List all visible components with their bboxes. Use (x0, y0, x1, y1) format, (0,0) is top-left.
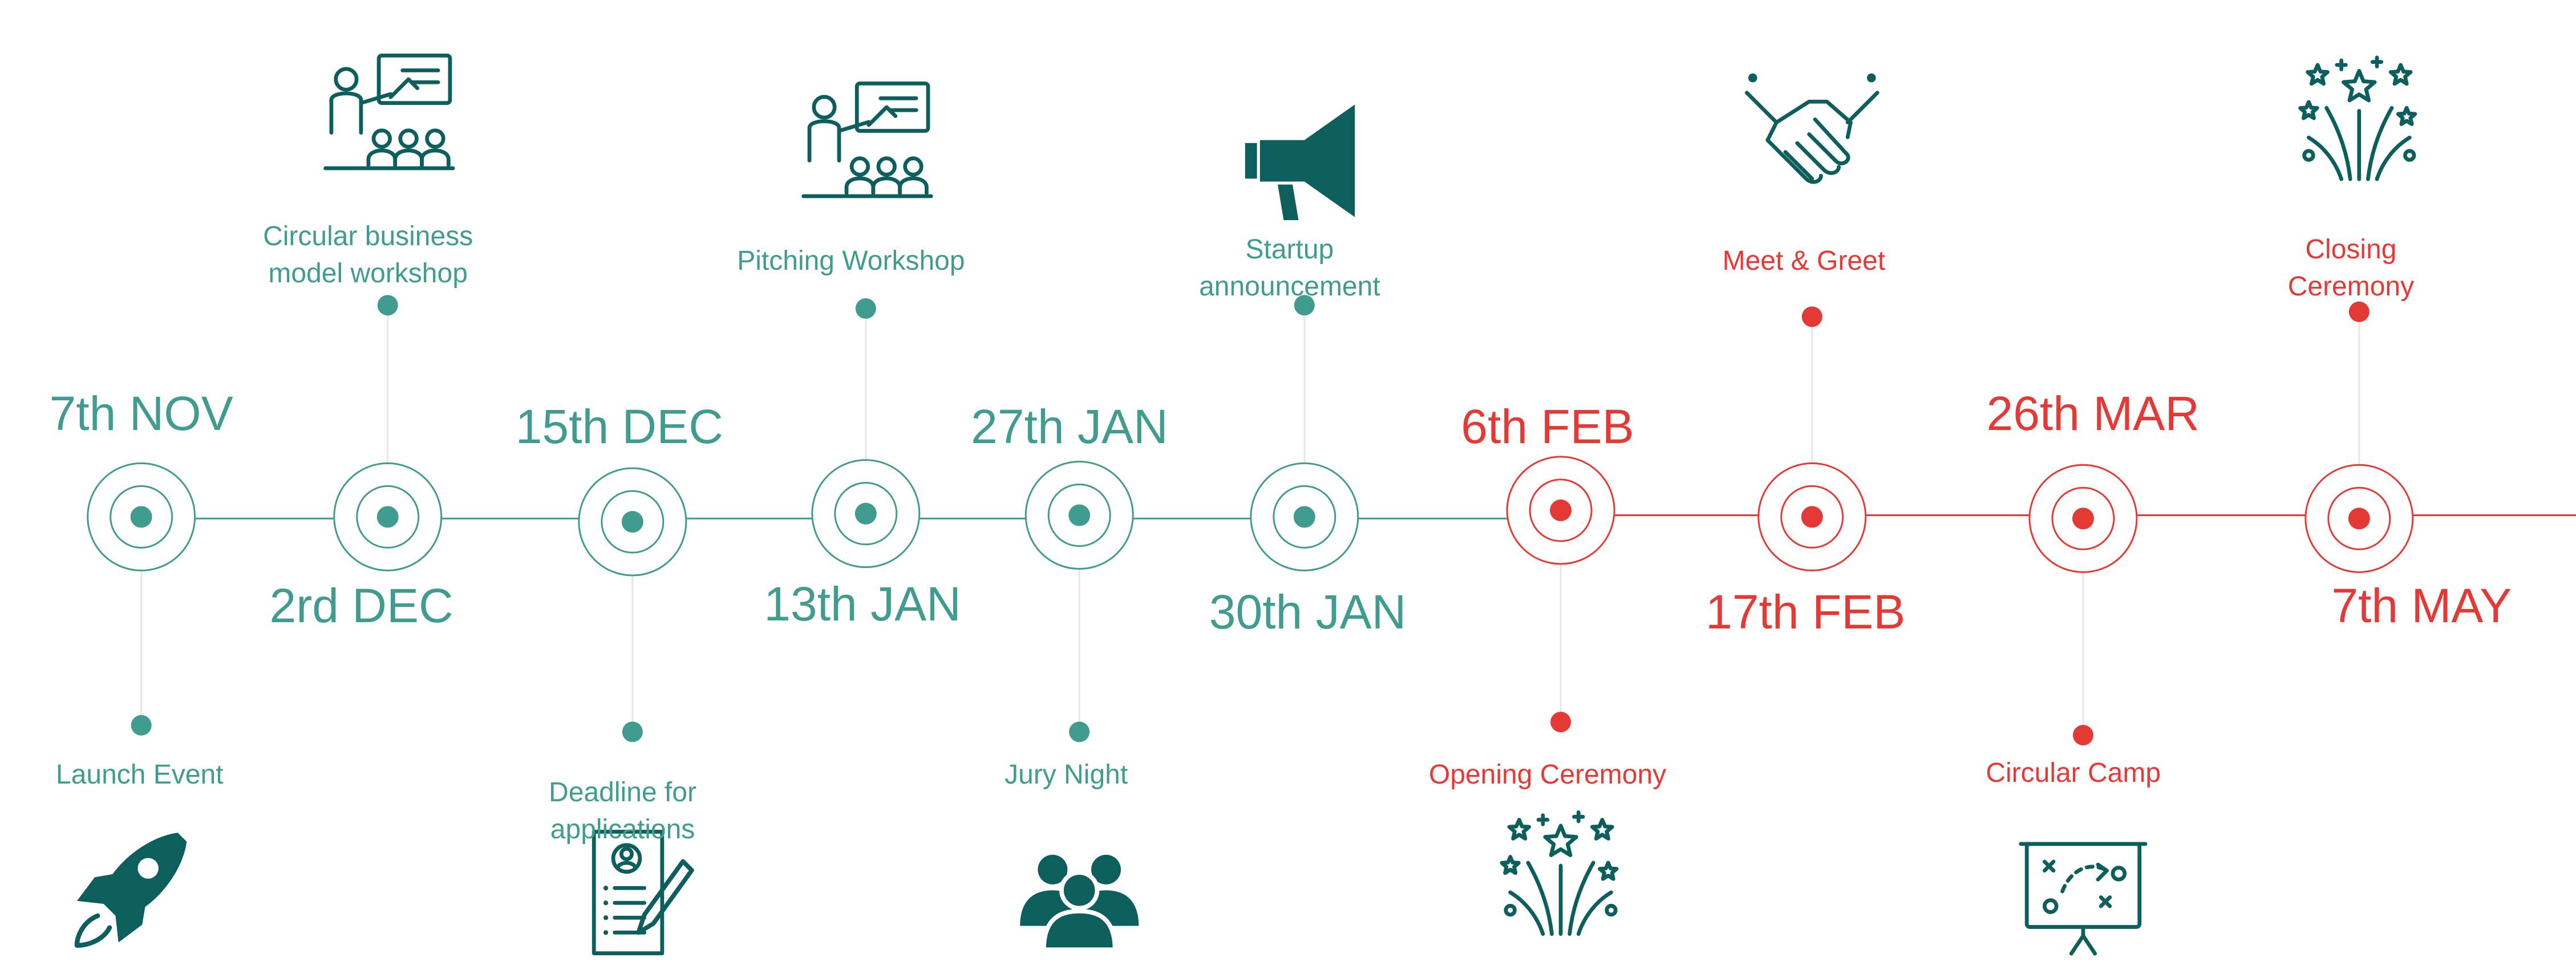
event-3-dot (622, 721, 643, 742)
event-9-label: Circular Camp (1914, 754, 2233, 792)
event-8-date: 17th FEB (1706, 585, 1906, 639)
event-8-label-line: Meet & Greet (1722, 245, 1886, 276)
event-4-label-line: Pitching Workshop (737, 245, 965, 276)
event-7-date: 6th FEB (1461, 400, 1634, 454)
event-1-date: 7th NOV (49, 387, 233, 441)
event-6-marker (1250, 462, 1359, 571)
event-10-date: 7th MAY (2331, 578, 2512, 632)
event-2-label-line: model workshop (268, 258, 468, 289)
fireworks-icon (1500, 810, 1619, 936)
event-10-marker (2304, 464, 2414, 573)
event-2-date: 2rd DEC (269, 578, 453, 632)
event-2-label: Circular business model workshop (208, 218, 528, 293)
event-4-label: Pitching Workshop (691, 242, 1011, 279)
event-8-dot (1801, 306, 1822, 327)
event-7-label-line: Opening Ceremony (1428, 759, 1667, 790)
event-4-dot (855, 298, 876, 319)
event-6-date: 30th JAN (1209, 585, 1407, 639)
event-10-label-line: Closing (2305, 234, 2397, 265)
event-6-label: Startup announcement (1130, 231, 1449, 306)
event-5-date: 27th JAN (971, 400, 1168, 454)
event-4-marker (811, 459, 921, 569)
event-4-date: 13th JAN (764, 577, 961, 631)
strategy-board-icon (2019, 842, 2148, 956)
event-5-marker (1024, 461, 1134, 570)
event-3-label-line: Deadline for (549, 777, 696, 808)
presentation-icon (801, 81, 933, 198)
event-5-label-line: Jury Night (1005, 759, 1128, 790)
application-form-icon (592, 830, 694, 956)
event-5-label: Jury Night (906, 756, 1226, 793)
event-1-label: Launch Event (0, 756, 299, 793)
event-10-dot (2348, 301, 2370, 322)
event-8-label: Meet & Greet (1644, 242, 1963, 279)
rocket-icon (74, 833, 187, 948)
event-1-dot (131, 715, 152, 736)
event-1-label-line: Launch Event (56, 759, 224, 790)
event-7-dot (1550, 712, 1571, 733)
event-2-dot (377, 295, 398, 316)
event-6-dot (1294, 295, 1315, 316)
event-8-marker (1757, 462, 1867, 571)
fireworks-icon (2298, 55, 2417, 181)
group-icon (1020, 854, 1139, 952)
event-9-dot (2072, 725, 2093, 746)
event-10-label-line: Ceremony (2287, 271, 2415, 302)
event-6-label-line: announcement (1199, 271, 1380, 302)
event-2-label-line: Circular business (263, 221, 473, 251)
handshake-icon (1744, 73, 1880, 184)
event-6-label-line: Startup (1245, 234, 1334, 265)
event-7-label: Opening Ceremony (1388, 756, 1707, 793)
megaphone-icon (1245, 104, 1355, 220)
event-3-label: Deadline for applications (463, 774, 783, 849)
event-3-marker (578, 467, 687, 577)
presentation-icon (323, 54, 455, 171)
event-9-marker (2028, 464, 2138, 573)
event-3-date: 15th DEC (515, 400, 723, 454)
event-5-dot (1069, 721, 1090, 742)
event-9-date: 26th MAR (1986, 387, 2200, 441)
event-7-marker (1506, 456, 1615, 565)
event-3-label-line: applications (550, 814, 695, 845)
event-2-marker (333, 462, 443, 571)
event-1-marker (87, 462, 196, 571)
event-9-label-line: Circular Camp (1986, 757, 2161, 788)
